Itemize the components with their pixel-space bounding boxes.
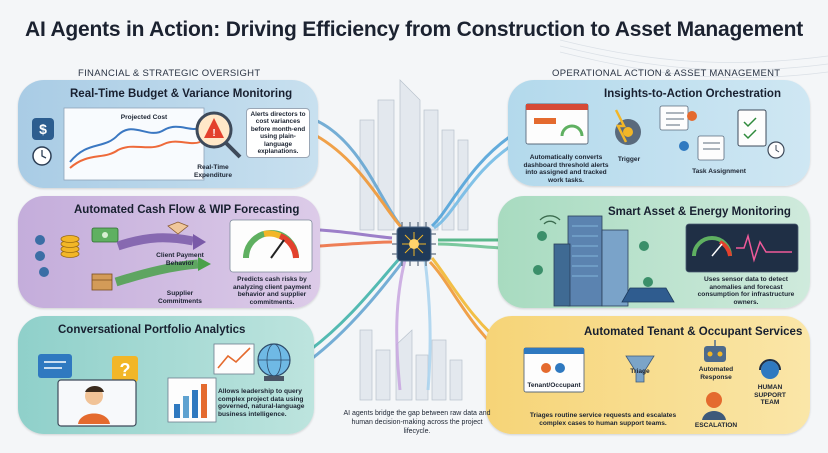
panel-title-cash-flow: Automated Cash Flow & WIP Forecasting — [74, 204, 300, 216]
panel-title-budget: Real-Time Budget & Variance Monitoring — [70, 88, 293, 100]
label-triage: Triage — [630, 368, 650, 375]
cash-flow-illustration — [35, 219, 313, 291]
portfolio-note: Allows leadership to query complex proje… — [218, 388, 305, 418]
section-label-operational: OPERATIONAL ACTION & ASSET MANAGEMENT — [552, 68, 781, 79]
energy-gauge-icon — [685, 223, 799, 273]
panel-budget-monitoring: Real-Time Budget & Variance Monitoring $… — [18, 80, 318, 188]
headset-agent-icon — [759, 359, 781, 379]
box-icon — [91, 273, 113, 291]
person-icon — [679, 111, 697, 151]
task-list-icon — [659, 105, 725, 161]
panel-title-portfolio: Conversational Portfolio Analytics — [58, 324, 246, 336]
label-escalation: ESCALATION — [694, 422, 738, 429]
robot-icon — [704, 340, 726, 362]
panel-insights-orchestration: Insights-to-Action Orchestration — [508, 80, 810, 186]
tenant-note: Triages routine service requests and esc… — [529, 412, 677, 427]
building-icon — [553, 215, 629, 307]
funnel-icon — [625, 355, 655, 383]
panel-title-tenant: Automated Tenant & Occupant Services — [584, 326, 803, 338]
portfolio-illustration: ? — [38, 343, 291, 427]
gauge-icon — [229, 219, 313, 273]
label-projected-cost: Projected Cost — [120, 114, 168, 121]
coin-stack-icon — [60, 235, 80, 258]
skyline-bottom — [359, 329, 463, 401]
analytics-charts-icon — [167, 343, 255, 423]
question-icon: ? — [112, 356, 138, 382]
gear-icon — [614, 109, 641, 145]
sensor-icon — [533, 231, 653, 287]
escalation-person-icon — [702, 392, 726, 420]
label-automated-response: Automated Response — [698, 366, 734, 381]
tenant-window-icon — [523, 347, 585, 393]
wifi-icon — [539, 215, 561, 225]
svg-text:$: $ — [39, 121, 47, 137]
skyline-top — [359, 79, 469, 231]
energy-note: Uses sensor data to detect anomalies and… — [697, 276, 795, 306]
svg-text:!: ! — [212, 128, 215, 139]
label-trigger: Trigger — [617, 156, 641, 163]
budget-alert-callout: Alerts directors to cost variances befor… — [246, 108, 310, 159]
label-client-payment-behavior: Client Payment Behavior — [156, 252, 204, 267]
insights-illustration — [525, 103, 785, 161]
clock-icon — [32, 146, 52, 166]
cash-flow-note: Predicts cash risks by analyzing client … — [232, 276, 312, 306]
handshake-icon — [167, 221, 189, 235]
dollar-icon: $ — [32, 118, 54, 140]
label-tenant-occupant: Tenant/Occupant — [527, 382, 581, 389]
section-label-financial: FINANCIAL & STRATEGIC OVERSIGHT — [78, 68, 261, 79]
page-title: AI Agents in Action: Driving Efficiency … — [24, 18, 803, 41]
chat-bubble-icon — [38, 354, 72, 378]
panel-cash-flow: Automated Cash Flow & WIP Forecasting — [18, 196, 320, 308]
panel-energy-monitoring: Smart Asset & Energy Monitoring — [498, 196, 810, 308]
panel-title-energy: Smart Asset & Energy Monitoring — [608, 206, 791, 218]
solar-panel-icon — [621, 287, 675, 303]
panel-title-insights: Insights-to-Action Orchestration — [604, 88, 781, 100]
label-supplier-commitments: Supplier Commitments — [158, 290, 202, 305]
svg-text:?: ? — [120, 360, 131, 380]
user-avatar-icon — [57, 379, 137, 427]
clipboard-check-icon — [737, 109, 785, 159]
label-task-assignment: Task Assignment — [692, 168, 746, 175]
insights-note: Automatically converts dashboard thresho… — [523, 154, 609, 184]
ai-chip-icon — [392, 222, 436, 266]
panel-tenant-services: Automated Tenant & Occupant Services Ten… — [486, 316, 810, 434]
dollar-coins-icon — [35, 235, 49, 277]
banknote-icon — [91, 227, 119, 243]
globe-icon — [257, 343, 291, 381]
alert-magnifier-icon: ! — [195, 111, 242, 159]
label-real-time-expenditure: Real-Time Expenditure — [193, 164, 233, 179]
label-human-support-team: HUMAN SUPPORT TEAM — [754, 384, 786, 407]
energy-illustration — [533, 215, 799, 307]
tenant-illustration — [523, 340, 781, 420]
center-caption: AI agents bridge the gap between raw dat… — [343, 410, 491, 435]
dashboard-alert-icon — [525, 103, 589, 145]
panel-portfolio-analytics: Conversational Portfolio Analytics ? — [18, 316, 314, 434]
budget-chart: $ ! — [32, 107, 242, 181]
